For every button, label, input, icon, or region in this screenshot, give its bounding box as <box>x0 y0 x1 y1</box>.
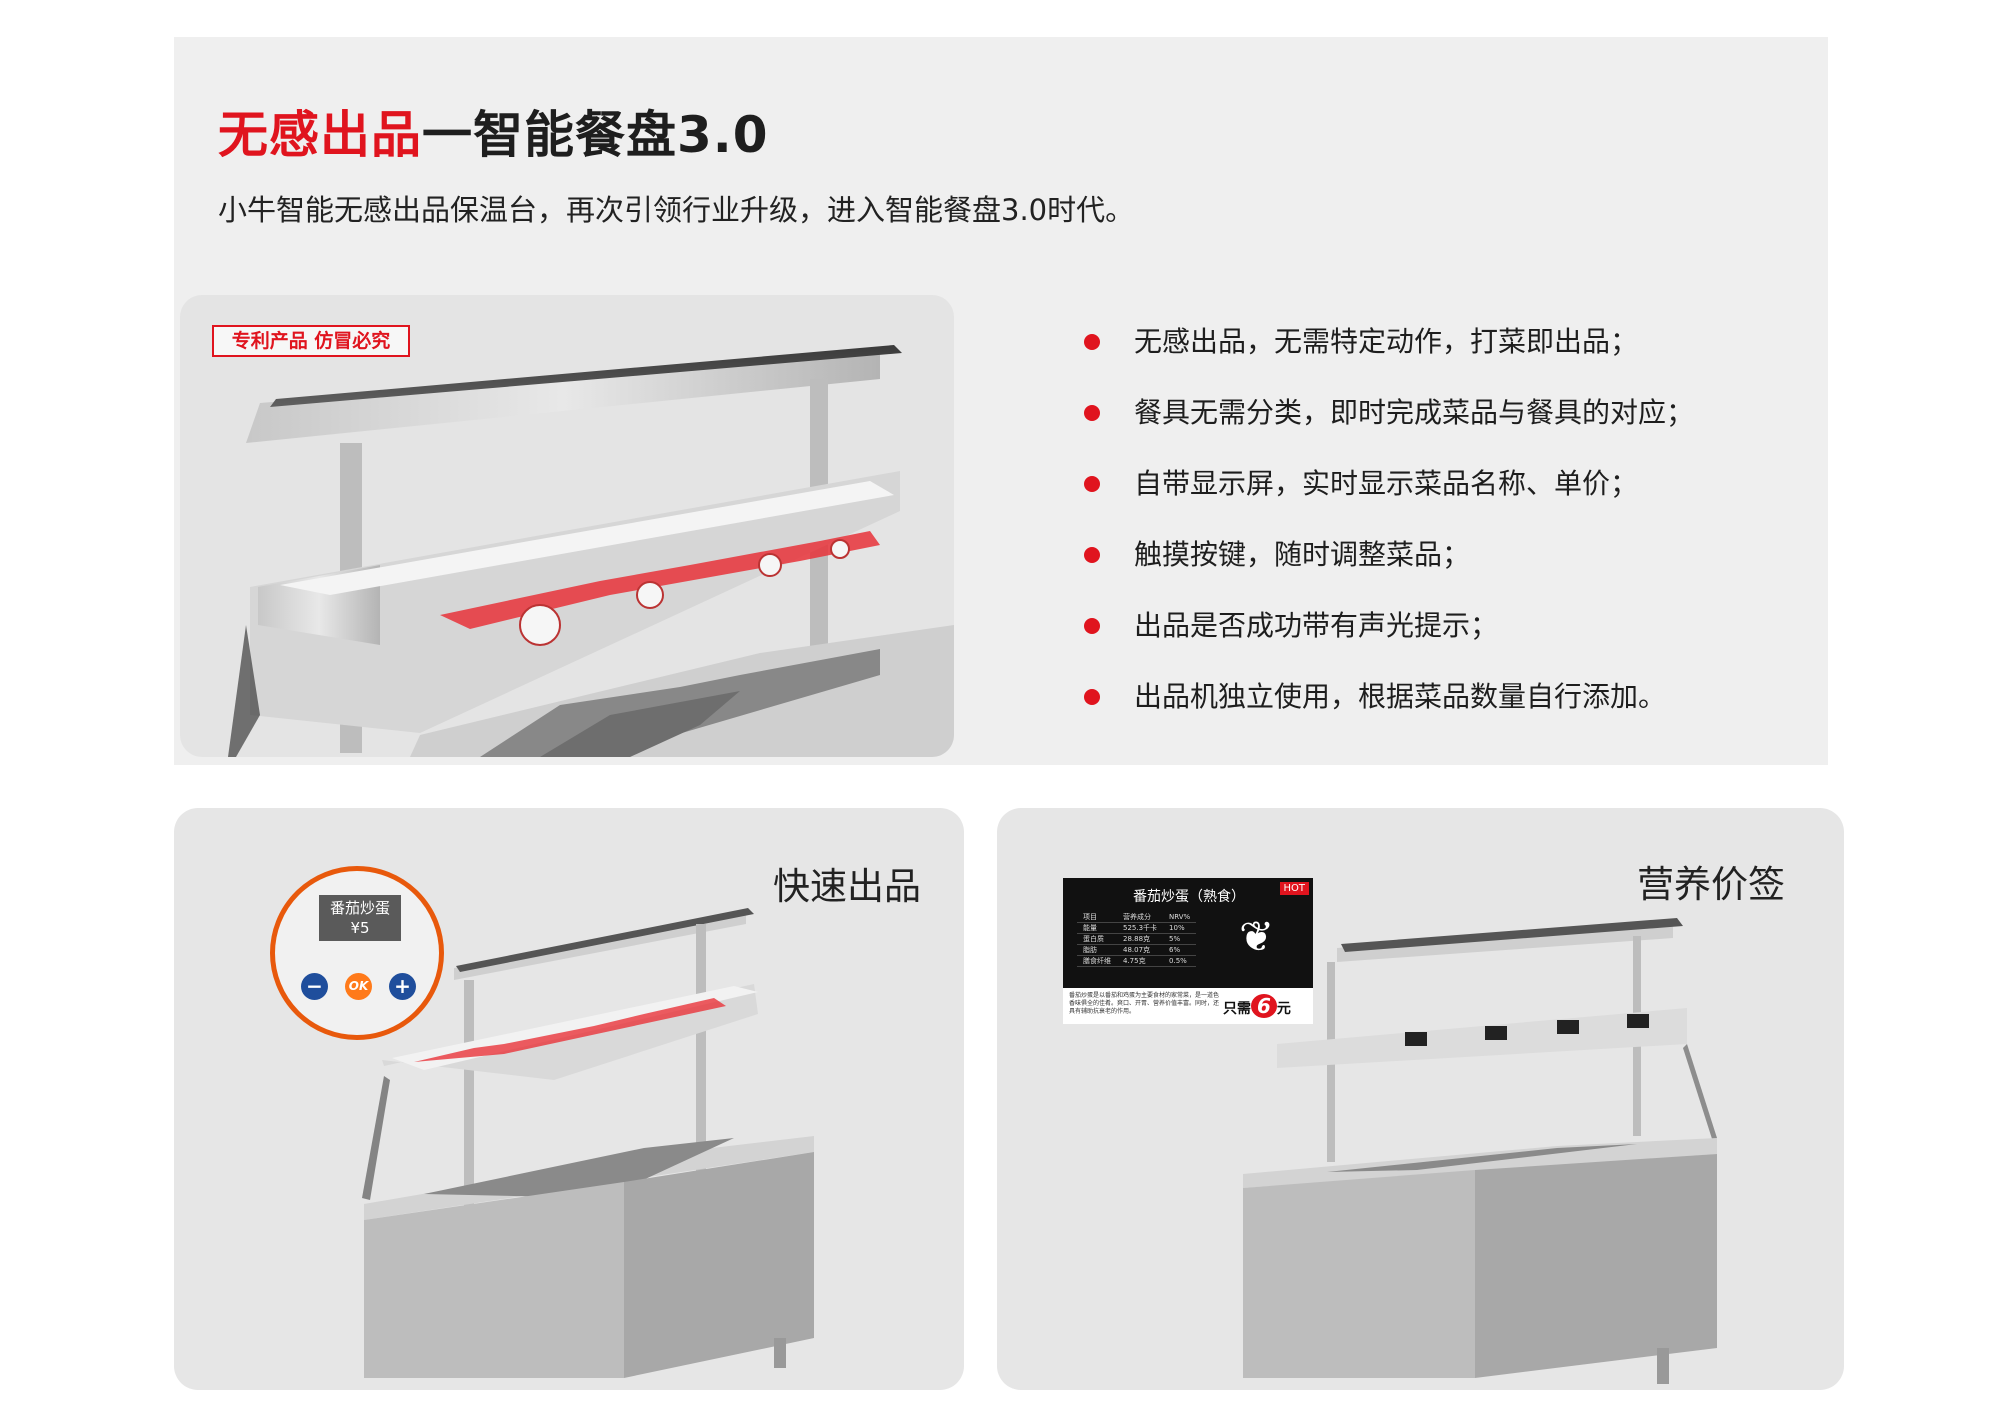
minus-icon: − <box>301 973 328 1000</box>
table-header-row: 项目 营养成分 NRV% <box>1077 912 1197 923</box>
title-rest: 一智能餐盘3.0 <box>422 106 769 164</box>
table-cell: 4.75克 <box>1117 955 1164 967</box>
title-highlight: 无感出品 <box>218 106 422 164</box>
feature-item: 触摸按键，随时调整菜品； <box>1084 535 1694 606</box>
table-row: 能量 525.3千卡 10% <box>1077 922 1197 934</box>
fast-serving-card: 快速出品 番茄炒蛋 ¥5 − OK + <box>174 808 964 1390</box>
feature-item: 餐具无需分类，即时完成菜品与餐具的对应； <box>1084 393 1694 464</box>
ok-icon: OK <box>345 973 372 1000</box>
dish-description: 番茄炒蛋是以番茄和鸡蛋为主要食材的家常菜，是一道色香味俱全的佳肴。爽口、开胃、营… <box>1069 992 1220 1015</box>
feature-item: 自带显示屏，实时显示菜品名称、单价； <box>1084 464 1694 535</box>
patent-stamp: 专利产品 仿冒必究 <box>212 325 410 357</box>
feature-text: 餐具无需分类，即时完成菜品与餐具的对应； <box>1134 396 1695 429</box>
feature-text: 无感出品，无需特定动作，打菜即出品； <box>1134 325 1639 358</box>
table-cell: 营养成分 <box>1117 912 1164 923</box>
tag-title: 番茄炒蛋（熟食） <box>1133 889 1245 905</box>
feature-list: 无感出品，无需特定动作，打菜即出品； 餐具无需分类，即时完成菜品与餐具的对应； … <box>1084 322 1694 748</box>
page-subtitle: 小牛智能无感出品保温台，再次引领行业升级，进入智能餐盘3.0时代。 <box>218 193 1135 227</box>
bullet-icon <box>1084 618 1100 634</box>
feature-item: 无感出品，无需特定动作，打菜即出品； <box>1084 322 1694 393</box>
feature-item: 出品是否成功带有声光提示； <box>1084 606 1694 677</box>
table-cell: NRV% <box>1163 912 1197 923</box>
bullet-icon <box>1084 405 1100 421</box>
tag-panel: 番茄炒蛋（熟食） HOT 项目 营养成分 NRV% 能量 525.3千卡 10%… <box>1063 878 1313 988</box>
table-row: 膳食纤维 4.75克 0.5% <box>1077 955 1197 967</box>
hero-product-image: 专利产品 仿冒必究 <box>180 295 954 757</box>
dish-price: ¥5 <box>350 919 370 937</box>
steam-table-illustration <box>228 345 954 757</box>
feature-text: 出品是否成功带有声光提示； <box>1134 609 1499 642</box>
card-label: 营养价签 <box>1637 863 1785 906</box>
nutrition-table: 项目 营养成分 NRV% 能量 525.3千卡 10% 蛋白质 28.88克 5… <box>1077 912 1197 967</box>
hot-badge: HOT <box>1279 882 1309 895</box>
table-cell: 蛋白质 <box>1077 933 1117 945</box>
table-cell: 28.88克 <box>1117 933 1164 945</box>
table-cell: 膳食纤维 <box>1077 955 1117 967</box>
price-unit: 元 <box>1276 1001 1291 1017</box>
table-row: 脂肪 48.07克 6% <box>1077 944 1197 956</box>
bullet-icon <box>1084 334 1100 350</box>
page-title: 无感出品一智能餐盘3.0 <box>218 95 769 167</box>
table-cell: 项目 <box>1077 912 1117 923</box>
nutrition-label-card: 营养价签 番茄炒蛋（熟食） HOT 项目 营养成分 NRV% 能量 525.3千… <box>997 808 1844 1390</box>
steam-table-illustration <box>1243 918 1717 1384</box>
table-cell: 48.07克 <box>1117 944 1164 956</box>
table-cell: 0.5% <box>1163 955 1197 967</box>
price-number: 6 <box>1251 994 1277 1018</box>
price-prefix: 只需 <box>1223 1001 1251 1017</box>
bullet-icon <box>1084 547 1100 563</box>
table-cell: 525.3千卡 <box>1117 922 1164 934</box>
plus-icon: + <box>389 973 416 1000</box>
broccoli-icon: ❦ <box>1239 912 1275 961</box>
bullet-icon <box>1084 689 1100 705</box>
intro-panel: 无感出品一智能餐盘3.0 小牛智能无感出品保温台，再次引领行业升级，进入智能餐盘… <box>174 37 1828 765</box>
table-cell: 脂肪 <box>1077 944 1117 956</box>
display-screen: 番茄炒蛋 ¥5 <box>319 895 401 941</box>
feature-text: 触摸按键，随时调整菜品； <box>1134 538 1471 571</box>
dish-name: 番茄炒蛋 <box>329 899 390 917</box>
control-panel-zoom: 番茄炒蛋 ¥5 − OK + <box>270 866 444 1040</box>
feature-text: 自带显示屏，实时显示菜品名称、单价； <box>1134 467 1639 500</box>
table-row: 蛋白质 28.88克 5% <box>1077 933 1197 945</box>
bullet-icon <box>1084 476 1100 492</box>
feature-item: 出品机独立使用，根据菜品数量自行添加。 <box>1084 677 1694 748</box>
feature-text: 出品机独立使用，根据菜品数量自行添加。 <box>1134 680 1667 713</box>
table-cell: 6% <box>1163 944 1197 956</box>
nutrition-price-tag: 番茄炒蛋（熟食） HOT 项目 营养成分 NRV% 能量 525.3千卡 10%… <box>1063 878 1313 1024</box>
table-cell: 10% <box>1163 922 1197 934</box>
table-cell: 能量 <box>1077 922 1117 934</box>
card-label: 快速出品 <box>773 865 921 908</box>
steam-table-illustration <box>362 908 814 1378</box>
table-cell: 5% <box>1163 933 1197 945</box>
